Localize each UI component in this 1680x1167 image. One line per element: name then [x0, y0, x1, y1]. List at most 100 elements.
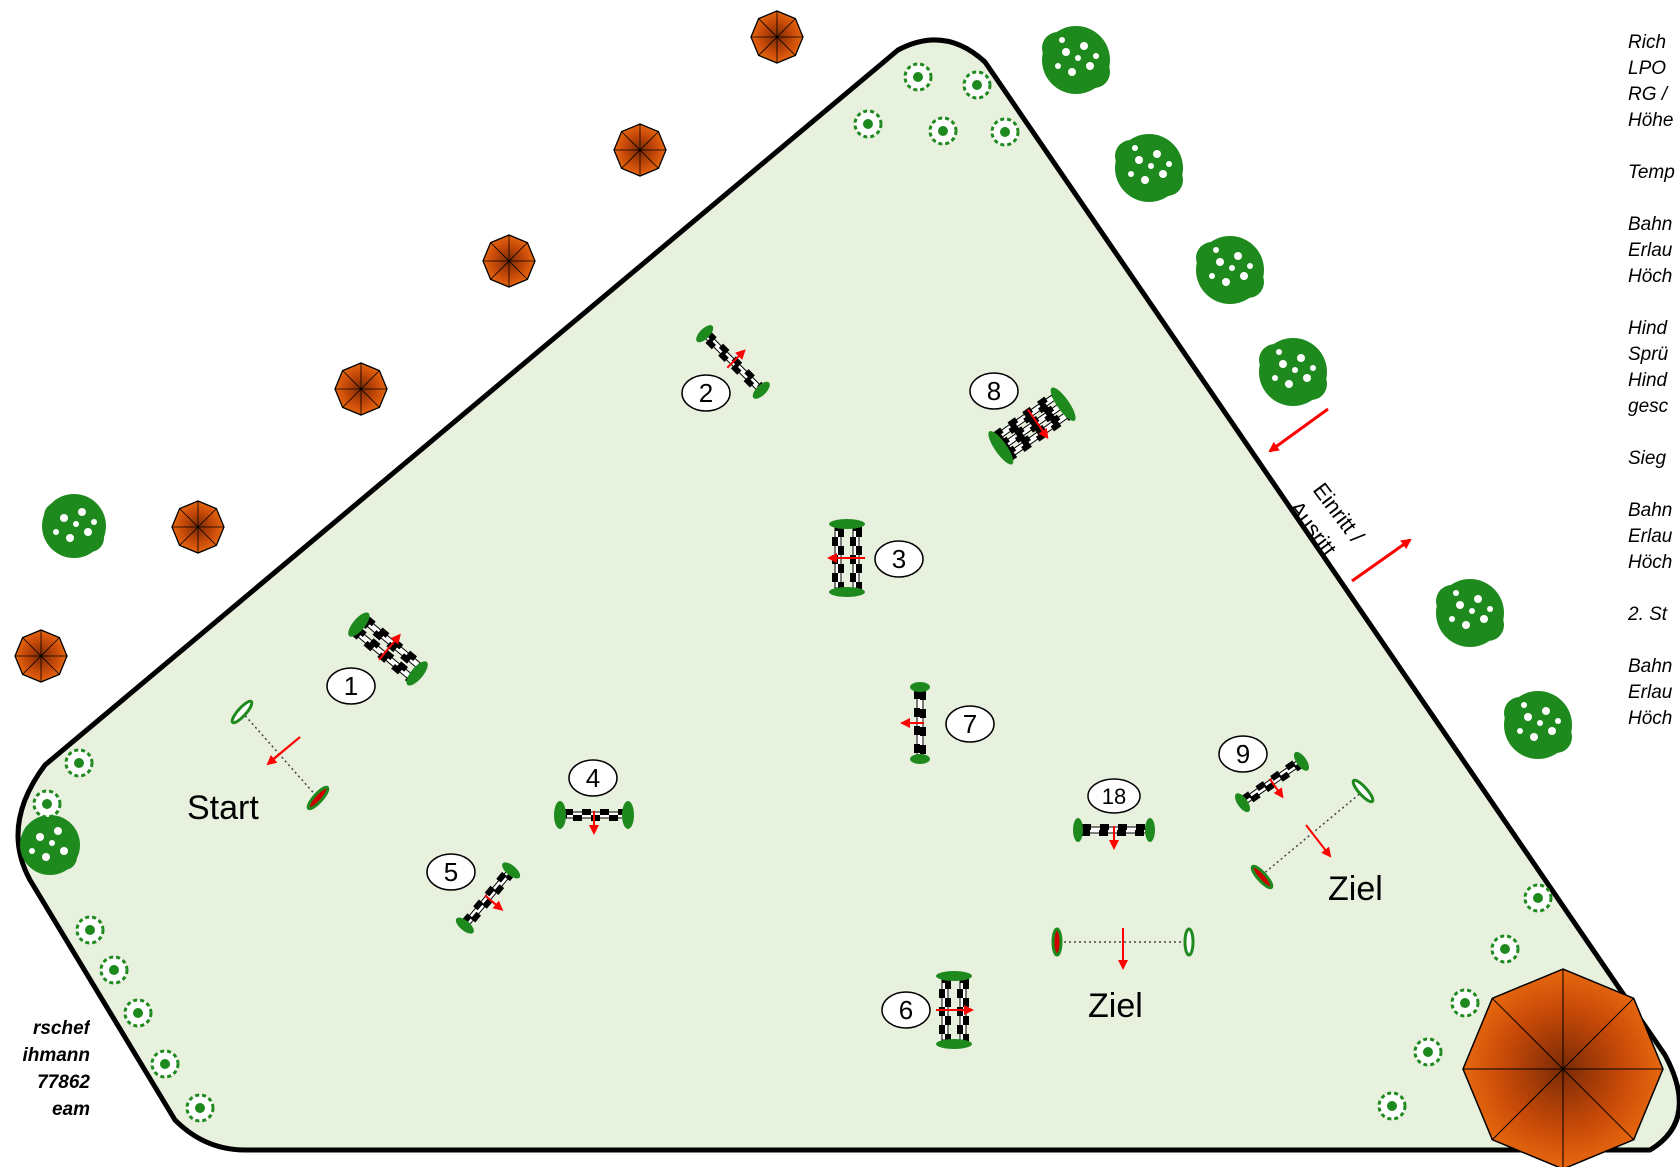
- finish-line-a: [1051, 927, 1195, 970]
- finish-line-b: [1250, 778, 1375, 890]
- notes-line: Erlau: [1628, 682, 1673, 703]
- tree-icon: [42, 494, 106, 558]
- shrub-icon: [1490, 934, 1520, 964]
- exit-arrow: [1351, 538, 1412, 583]
- obstacle-number: 1: [344, 671, 358, 701]
- notes-line: Bahn: [1628, 656, 1673, 677]
- umbrella-icon: [482, 234, 536, 288]
- obstacle-number: 8: [987, 376, 1001, 406]
- obstacle-number: 2: [699, 378, 713, 408]
- shrub-icon: [64, 748, 94, 778]
- notes-line: [1628, 472, 1680, 498]
- obstacle-number: 9: [1236, 739, 1250, 769]
- notes-line: Sprü: [1628, 344, 1669, 365]
- obstacle-6: [936, 971, 974, 1049]
- obstacle-7: [900, 682, 930, 764]
- notes-line: Höhe: [1628, 110, 1674, 131]
- notes-line: [1628, 290, 1680, 316]
- obstacle-number: 5: [444, 857, 458, 887]
- shrub-icon: [32, 789, 62, 819]
- notes-line: Bahn: [1628, 214, 1673, 235]
- obstacle-number-badge: 8: [969, 372, 1019, 410]
- obstacle-5: [455, 862, 521, 934]
- start-line: [230, 699, 330, 811]
- notes-line: Erlau: [1628, 240, 1673, 261]
- obstacle-9: [1234, 751, 1310, 813]
- obstacle-1: [348, 612, 428, 686]
- umbrella-icon: [334, 362, 388, 416]
- entry-arrow: [1268, 407, 1329, 453]
- tree-icon: [1115, 134, 1183, 202]
- shrub-icon: [1377, 1091, 1407, 1121]
- notes-line: Höch: [1628, 552, 1673, 573]
- obstacle-number-badge: 6: [881, 991, 931, 1029]
- shrub-icon: [1413, 1037, 1443, 1067]
- umbrella-icon: [750, 10, 804, 64]
- tree-icon: [1042, 26, 1110, 94]
- finish-label-b: Ziel: [1328, 870, 1383, 908]
- obstacle-number-badge: 5: [426, 853, 476, 891]
- shrub-icon: [903, 62, 933, 92]
- notes-line: LPO: [1628, 58, 1667, 79]
- tree-icon: [20, 815, 80, 875]
- shrub-icon: [75, 915, 105, 945]
- shrub-icon: [990, 117, 1020, 147]
- tree-icon: [1196, 236, 1264, 304]
- umbrella-icon: [14, 629, 68, 683]
- obstacle-number: 4: [586, 763, 600, 793]
- notes-line: [1628, 186, 1680, 212]
- notes-line: [1628, 576, 1680, 602]
- notes-line: [1628, 134, 1680, 160]
- shrub-icon: [150, 1049, 180, 1079]
- obstacle-number-badge: 3: [874, 540, 924, 578]
- start-label: Start: [187, 789, 259, 827]
- credits-line: eam: [51, 1099, 90, 1120]
- obstacle-number: 3: [892, 544, 906, 574]
- shrub-icon: [123, 998, 153, 1028]
- notes-line: Bahn: [1628, 500, 1673, 521]
- umbrella-icon: [171, 500, 225, 554]
- tree-icon: [1504, 691, 1572, 759]
- tree-icon: [1436, 579, 1504, 647]
- notes-line: Hind: [1628, 318, 1668, 339]
- notes-line: Rich: [1628, 32, 1667, 53]
- obstacle-number: 7: [963, 709, 977, 739]
- obstacle-number: 18: [1102, 784, 1126, 809]
- notes-line: Erlau: [1628, 526, 1673, 547]
- obstacle-4: [554, 801, 634, 835]
- obstacle-2: [696, 325, 770, 399]
- credits-line: ihmann: [22, 1045, 90, 1066]
- course-notes-panel: Rich LPO RG / Höhe Temp Bahn Erlau Höch …: [1628, 30, 1680, 732]
- shrub-icon: [853, 109, 883, 139]
- obstacle-number-badge: 4: [568, 759, 618, 797]
- tree-icon: [1259, 338, 1327, 406]
- obstacle-number-badge: 7: [945, 705, 995, 743]
- shrub-icon: [185, 1093, 215, 1123]
- obstacle-number: 6: [899, 995, 913, 1025]
- obstacle-number-badge: 18: [1087, 778, 1141, 814]
- obstacle-8: [988, 387, 1076, 465]
- obstacle-number-badge: 9: [1218, 735, 1268, 773]
- notes-line: 2. St: [1628, 604, 1668, 625]
- large-umbrella-icon: [1462, 968, 1664, 1167]
- notes-line: Temp: [1628, 162, 1675, 183]
- shrub-icon: [928, 116, 958, 146]
- obstacle-3: [827, 519, 865, 597]
- credits-line: 77862: [37, 1072, 90, 1093]
- shrub-icon: [99, 955, 129, 985]
- obstacle-number-badge: 2: [681, 374, 731, 412]
- notes-line: Hind: [1628, 370, 1668, 391]
- notes-line: [1628, 628, 1680, 654]
- shrub-icon: [1523, 883, 1553, 913]
- obstacle-number-badge: 1: [326, 667, 376, 705]
- shrub-icon: [1450, 988, 1480, 1018]
- notes-line: Höch: [1628, 708, 1673, 729]
- shrub-icon: [962, 70, 992, 100]
- obstacle-18: [1073, 818, 1155, 850]
- credits-line: rschef: [32, 1018, 90, 1039]
- notes-line: RG /: [1628, 84, 1668, 105]
- course-designer-credits: rschef ihmann 77862 eam: [0, 1015, 90, 1123]
- notes-line: gesc: [1628, 396, 1669, 417]
- umbrella-icon: [613, 123, 667, 177]
